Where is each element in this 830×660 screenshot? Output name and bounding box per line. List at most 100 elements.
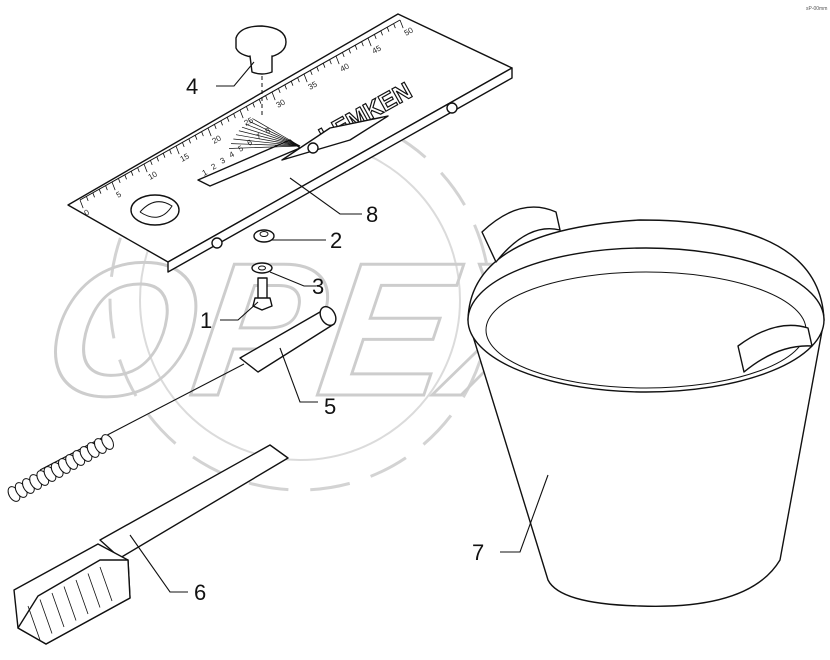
- ruler-tick: [130, 171, 134, 176]
- angle-number: 8: [264, 125, 273, 135]
- ruler-tick: [271, 91, 276, 101]
- logo-emblem: [130, 194, 180, 226]
- ruler-tick: [278, 88, 281, 94]
- ruler-tick: [393, 23, 396, 29]
- hand-brush: [13, 444, 289, 645]
- ruler-tick: [150, 160, 153, 166]
- ruler-tick: [194, 135, 198, 140]
- ruler-tick: [143, 163, 148, 173]
- angle-fan-line: [238, 130, 301, 147]
- ruler-tick: [335, 55, 340, 65]
- ruler-tick: [175, 145, 180, 155]
- ruler-tick: [322, 63, 326, 68]
- pointer-nut: [307, 142, 319, 154]
- washer: [251, 262, 273, 274]
- ruler-tick: [214, 124, 217, 130]
- ruler-tick: [201, 131, 204, 137]
- ruler-tick: [290, 81, 294, 86]
- ruler-tick: [258, 99, 262, 104]
- bristle-line: [75, 579, 89, 615]
- bristle-line: [39, 599, 53, 634]
- ruler-tick: [386, 27, 390, 32]
- bucket: [467, 206, 825, 607]
- ruler-bolt: [211, 237, 223, 249]
- ruler-ticks: [79, 19, 404, 209]
- ruler-tick: [233, 113, 236, 119]
- angle-fan-line: [233, 138, 301, 147]
- ruler-tick: [169, 149, 172, 155]
- callout-7: 7: [472, 540, 484, 565]
- ruler-tick: [182, 142, 185, 148]
- angle-fan-line: [252, 118, 301, 147]
- ruler-tick: [111, 181, 116, 191]
- nut: [253, 229, 275, 243]
- ruler-tick: [137, 167, 140, 173]
- brush-bristles: [7, 434, 114, 502]
- ruler-scale-number: 5: [115, 189, 124, 199]
- angle-fan-line: [248, 120, 301, 147]
- callout-4: 4: [186, 74, 198, 99]
- ruler-tick: [316, 66, 319, 72]
- angle-fan-line: [231, 143, 301, 147]
- screw: [252, 277, 273, 311]
- ruler-tick: [220, 120, 223, 126]
- bristle-line: [99, 566, 113, 602]
- corner-code: sP-00mm: [806, 6, 827, 12]
- bristle-line: [27, 605, 41, 641]
- ruler-tick: [265, 95, 268, 101]
- ruler-tick: [124, 174, 127, 180]
- ruler-tick: [367, 37, 372, 47]
- callout-6: 6: [194, 580, 206, 605]
- ruler-tick: [374, 34, 377, 40]
- ruler-tick: [310, 70, 313, 76]
- bristle-line: [63, 586, 77, 621]
- callout-2: 2: [330, 228, 342, 253]
- angle-number: 4: [228, 149, 237, 159]
- ruler-scale-number: 0: [83, 207, 92, 217]
- ruler-tick: [329, 59, 332, 65]
- ruler-tick: [297, 77, 300, 83]
- angle-number: 1: [201, 167, 210, 177]
- ruler-tick: [399, 19, 404, 29]
- ruler-tick: [284, 84, 287, 90]
- angle-number: 6: [246, 137, 255, 147]
- ruler-tick: [98, 189, 102, 194]
- ruler-tick: [239, 109, 244, 119]
- ruler-tick: [162, 153, 166, 158]
- ruler-tick: [303, 73, 308, 83]
- ruler-tick: [246, 106, 249, 112]
- angle-fan-lines: [229, 118, 301, 149]
- ruler-tick: [188, 138, 191, 144]
- ruler-tick: [252, 102, 255, 108]
- angle-fan-line: [241, 126, 301, 147]
- ruler-tick: [79, 199, 84, 209]
- ruler-tick: [354, 45, 358, 50]
- ruler-tick: [207, 127, 212, 137]
- ruler-bolt: [446, 102, 458, 114]
- ruler-tick: [380, 30, 383, 36]
- ruler-tick: [86, 196, 89, 202]
- ruler-tick: [118, 178, 121, 184]
- ruler-tick: [226, 117, 230, 122]
- callouts: 4 2 3 1 5 8 6 7: [129, 61, 549, 605]
- angle-fan-line: [235, 134, 301, 147]
- ruler-tick: [92, 192, 95, 198]
- angle-number: 5: [237, 143, 246, 153]
- ruler-tick: [156, 156, 159, 162]
- brush-bristle-lines: [27, 566, 113, 641]
- ruler-tick: [342, 52, 345, 58]
- callout-3: 3: [312, 274, 324, 299]
- callout-8: 8: [366, 202, 378, 227]
- angle-fan-line: [229, 145, 301, 149]
- ruler-tick: [105, 185, 108, 191]
- callout-1: 1: [200, 308, 212, 333]
- angle-fan-line: [245, 123, 301, 147]
- ruler-tick: [348, 48, 351, 54]
- bristle-coil: [101, 434, 114, 450]
- bristle-line: [51, 592, 65, 628]
- angle-number: 3: [219, 155, 228, 165]
- knob: [235, 25, 287, 115]
